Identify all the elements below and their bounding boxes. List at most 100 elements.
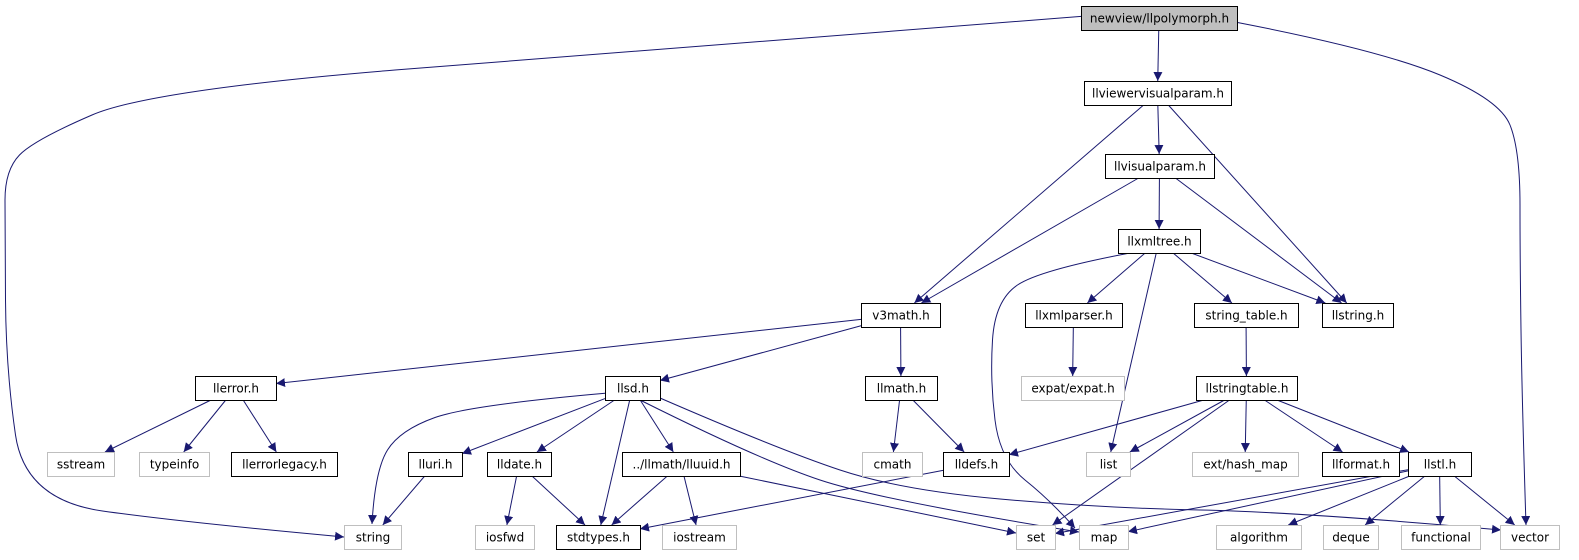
edge-layer <box>4 15 1531 541</box>
edge-llsd-to-lluri <box>461 398 606 455</box>
node-label: lluri.h <box>419 458 453 472</box>
node-box <box>1079 525 1129 550</box>
node-label: vector <box>1511 531 1549 545</box>
edge-llmath-to-cmath <box>890 399 901 453</box>
node-label: llxmltree.h <box>1127 235 1191 249</box>
edge-lluuid-to-iostream <box>683 475 699 526</box>
edge-llxmltree-to-list <box>1108 252 1157 453</box>
node-label: lldefs.h <box>955 458 999 472</box>
node-label: llvisualparam.h <box>1114 160 1206 174</box>
node-box <box>865 376 938 401</box>
node-label: llxmlparser.h <box>1035 309 1113 323</box>
edge-llerror-to-sstream <box>104 399 212 453</box>
edge-llvisualparam-to-llstring <box>1175 177 1342 304</box>
node-box <box>1322 303 1394 328</box>
node-label: typeinfo <box>150 458 199 472</box>
edge-llstl-to-set <box>1054 469 1409 537</box>
edge-llstl-to-functional <box>1435 475 1445 526</box>
node-label: string_table.h <box>1205 309 1287 323</box>
node-box <box>622 452 741 477</box>
node-llerrorlegacy[interactable]: llerrorlegacy.h <box>231 452 338 477</box>
node-vector: vector <box>1500 525 1560 550</box>
edge-llviewervisualparam-to-v3math <box>914 104 1144 304</box>
node-box <box>487 452 552 477</box>
node-box <box>1408 452 1472 477</box>
node-llxmlparser[interactable]: llxmlparser.h <box>1025 303 1123 328</box>
node-llstl[interactable]: llstl.h <box>1408 452 1472 477</box>
node-box <box>861 303 941 328</box>
edge-lluuid-to-set <box>739 475 1017 536</box>
node-box <box>605 376 661 401</box>
node-llsd[interactable]: llsd.h <box>605 376 661 401</box>
node-box <box>1500 525 1560 550</box>
node-llvisualparam[interactable]: llvisualparam.h <box>1105 154 1215 179</box>
node-lldefs[interactable]: lldefs.h <box>943 452 1010 477</box>
edge-llxmltree-to-llxmlparser <box>1087 252 1146 304</box>
node-lldate[interactable]: lldate.h <box>487 452 552 477</box>
edge-lluri-to-string <box>382 475 426 526</box>
node-label: newview/llpolymorph.h <box>1090 12 1229 26</box>
node-box <box>556 525 641 550</box>
node-box <box>1323 525 1379 550</box>
node-lluuid[interactable]: ../llmath/lluuid.h <box>622 452 741 477</box>
node-stdtypes[interactable]: stdtypes.h <box>556 525 641 550</box>
node-label: llerror.h <box>213 382 259 396</box>
edge-llstringtable-to-hash_map <box>1240 399 1250 453</box>
node-llviewervisualparam[interactable]: llviewervisualparam.h <box>1084 81 1232 106</box>
node-llxmltree[interactable]: llxmltree.h <box>1118 229 1201 254</box>
node-label: algorithm <box>1230 531 1288 545</box>
node-box <box>1081 6 1238 31</box>
edge-llxmltree-to-llstring <box>1191 252 1326 305</box>
node-string_table[interactable]: string_table.h <box>1194 303 1299 328</box>
node-label: llstringtable.h <box>1206 382 1289 396</box>
edge-lluuid-to-stdtypes <box>611 475 668 526</box>
node-layer: newview/llpolymorph.h llviewervisualparam… <box>47 6 1560 550</box>
edge-lldefs-to-stdtypes <box>639 469 944 532</box>
node-llpolymorph[interactable]: newview/llpolymorph.h <box>1081 6 1238 31</box>
edge-llstringtable-to-list <box>1129 399 1225 453</box>
node-v3math[interactable]: v3math.h <box>861 303 941 328</box>
node-box <box>1194 303 1299 328</box>
edge-llstringtable-to-llformat <box>1264 399 1343 453</box>
edge-v3math-to-llsd <box>659 325 862 383</box>
node-llmath[interactable]: llmath.h <box>865 376 938 401</box>
node-deque: deque <box>1323 525 1379 550</box>
node-lluri[interactable]: lluri.h <box>408 452 463 477</box>
node-label: cmath <box>874 458 912 472</box>
node-box <box>1025 303 1123 328</box>
node-box <box>47 452 115 477</box>
node-cmath: cmath <box>862 452 923 477</box>
node-llerror[interactable]: llerror.h <box>195 376 277 401</box>
node-label: expat/expat.h <box>1031 382 1114 396</box>
edge-llstringtable-to-llstl <box>1276 399 1410 453</box>
edge-llsd-to-string <box>368 392 609 525</box>
node-box <box>1084 81 1232 106</box>
edge-llpolymorph-to-llviewervisualparam <box>1153 29 1163 82</box>
node-llformat[interactable]: llformat.h <box>1322 452 1400 477</box>
node-label: iostream <box>673 531 726 545</box>
node-label: ext/hash_map <box>1203 458 1288 472</box>
edge-llstringtable-to-set <box>1052 399 1230 526</box>
edge-llstl-to-map <box>1127 470 1409 535</box>
node-typeinfo: typeinfo <box>139 452 210 477</box>
edge-llsd-to-map <box>639 399 1080 536</box>
edge-llviewervisualparam-to-llstring <box>1167 104 1348 304</box>
node-label: set <box>1027 531 1046 545</box>
node-box <box>1118 229 1201 254</box>
node-llstring[interactable]: llstring.h <box>1322 303 1394 328</box>
edge-llviewervisualparam-to-llvisualparam <box>1154 104 1164 155</box>
node-box <box>1105 154 1215 179</box>
edge-llpolymorph-to-string <box>4 15 1087 541</box>
edge-llsd-to-vector <box>659 397 1502 534</box>
node-llstringtable[interactable]: llstringtable.h <box>1196 376 1298 401</box>
node-label: functional <box>1411 531 1471 545</box>
node-box <box>943 452 1010 477</box>
node-algorithm: algorithm <box>1216 525 1302 550</box>
node-sstream: sstream <box>47 452 115 477</box>
node-label: v3math.h <box>872 309 930 323</box>
edge-lldate-to-stdtypes <box>531 475 586 526</box>
edge-llsd-to-stdtypes <box>598 399 631 526</box>
edge-lldate-to-iosfwd <box>504 475 518 526</box>
node-functional: functional <box>1401 525 1481 550</box>
